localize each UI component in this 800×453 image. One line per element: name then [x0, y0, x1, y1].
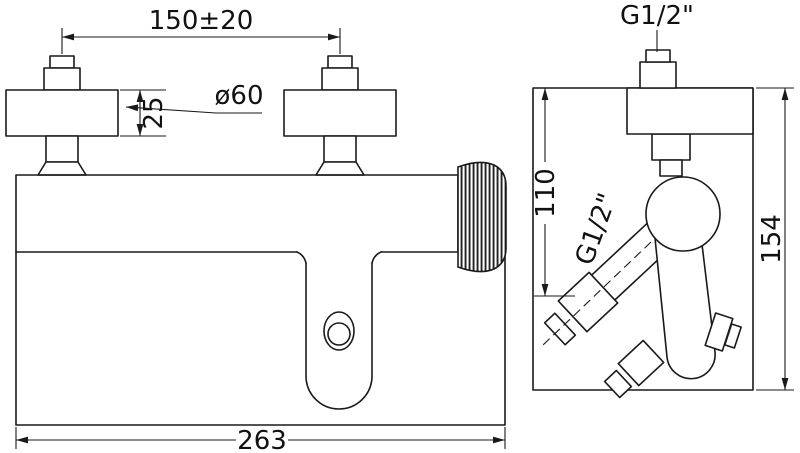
ball-joint [645, 176, 721, 252]
outlet-fitting-cap [543, 312, 577, 346]
leader-line [125, 104, 262, 114]
escutcheon [5, 89, 119, 137]
wall-mount-left [5, 55, 119, 176]
side-view [532, 49, 754, 399]
mixer-bar [15, 174, 459, 253]
mount-neck [45, 135, 79, 163]
front-view [5, 55, 507, 426]
dim-overall-height: 154 [756, 87, 794, 391]
hose-fitting [617, 339, 665, 387]
dim-top-thread: G1/2" [620, 1, 694, 52]
outlet-fillet-left [296, 251, 307, 264]
side-neck [651, 133, 691, 161]
side-escutcheon [626, 87, 754, 135]
mount-collar [315, 161, 365, 176]
outlet-centerline [542, 241, 652, 346]
mount-collar [37, 161, 87, 176]
dim-escutcheon-diameter-label: ø60 [215, 81, 264, 111]
outlet-fillet-right [371, 251, 382, 264]
dim-overall-width: 263 [15, 426, 506, 453]
supply-nipple [43, 67, 81, 91]
dim-outlet-offset-label: 110 [531, 168, 561, 218]
supply-nipple-cap [327, 55, 353, 69]
supply-nipple-cap [49, 55, 75, 69]
dim-mount-spacing: 150±20 [61, 6, 341, 54]
dim-escutcheon-diameter: ø60 [125, 81, 264, 114]
dim-overall-height-label: 154 [757, 214, 787, 264]
lower-body [654, 235, 716, 380]
hose-fitting-tip [603, 369, 633, 399]
extension-line [61, 28, 341, 54]
shower-outlet [305, 262, 373, 410]
dim-escutcheon-thickness: 25 [120, 89, 169, 137]
outlet-button [327, 322, 351, 346]
mount-neck [323, 135, 357, 163]
holder-bracket-knob [724, 323, 742, 349]
supply-nipple [321, 67, 359, 91]
dimensions: 150±20 25 ø60 263 G1/2" [15, 1, 794, 453]
dim-mount-spacing-label: 150±20 [149, 6, 254, 36]
dim-overall-width-label: 263 [237, 426, 287, 453]
dim-escutcheon-thickness-label: 25 [139, 96, 169, 129]
dim-outlet-offset: 110 [531, 88, 575, 297]
dim-top-thread-label: G1/2" [620, 1, 694, 31]
temperature-knob [457, 161, 507, 273]
body-outline [15, 251, 506, 426]
outlet-button-ring [323, 311, 355, 351]
escutcheon [283, 89, 397, 137]
side-nipple [639, 61, 677, 89]
wall-mount-right [283, 55, 397, 176]
side-nipple-cap [645, 49, 671, 63]
side-neck-step [659, 159, 683, 177]
